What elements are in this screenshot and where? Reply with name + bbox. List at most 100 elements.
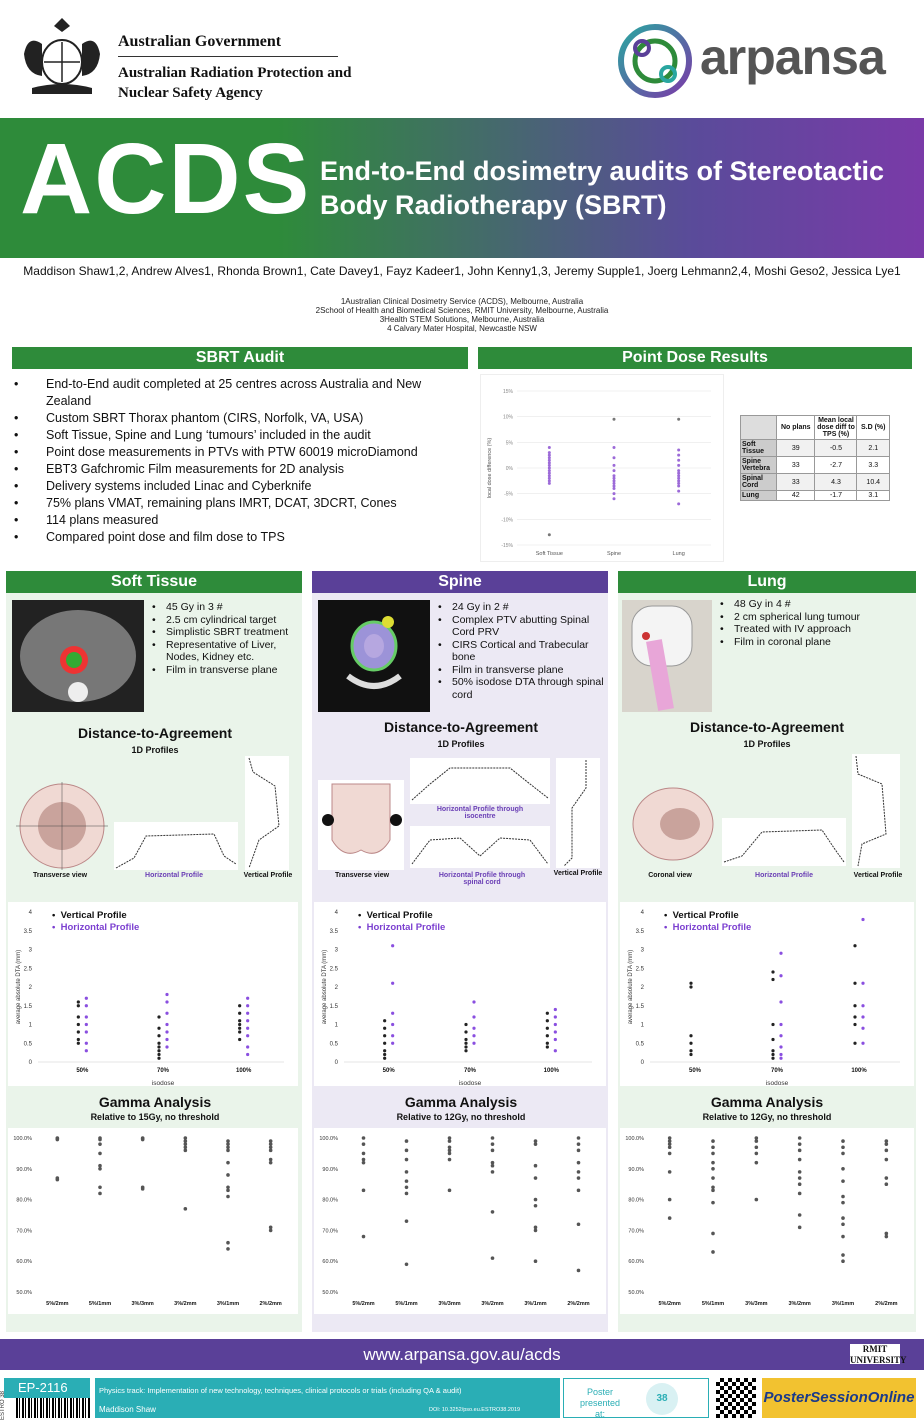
data-point [246,1045,250,1049]
data-point [472,1015,476,1019]
data-point [246,1026,250,1030]
data-point [612,481,616,485]
data-point [612,492,616,496]
doi-text: DOI: 10.3252/pso.eu.ESTRO38.2019 [429,1407,521,1413]
data-point [545,1019,549,1023]
data-point [226,1240,230,1245]
data-point [404,1219,409,1223]
table-cell: 3.1 [856,490,890,501]
data-point [547,533,551,537]
x-tick-label: 2%/2mm [875,1301,897,1307]
spine-transverse-view-image [318,780,404,870]
data-point [677,463,681,467]
x-tick-label: 3%/3mm [745,1301,767,1307]
data-point [157,1015,161,1019]
data-point [797,1136,802,1140]
y-tick-label: 2 [641,985,645,991]
data-point [545,1034,549,1038]
data-point [361,1234,366,1239]
legend-vertical-label: Vertical Profile [366,910,433,921]
data-point [238,1019,242,1023]
poster-session-online-logo[interactable]: PosterSessionOnline [762,1378,916,1418]
list-item: CIRS Cortical and Trabecular bone [436,639,606,664]
data-point [547,474,551,478]
lung-bullets: 48 Gy in 4 # 2 cm spherical lung tumour … [718,598,914,648]
data-point [98,1137,102,1142]
qr-code-icon[interactable] [716,1378,756,1418]
data-point [677,489,681,493]
affiliation-line: 1Australian Clinical Dosimetry Service (… [340,297,584,306]
x-axis-label: isodose [766,1080,789,1086]
legend-horizontal-label: Horizontal Profile [366,922,446,933]
data-point [553,1015,557,1019]
data-point [84,996,88,1000]
data-point [754,1145,759,1150]
data-point [667,1197,672,1202]
data-point [841,1222,845,1227]
y-tick-label: 0.5 [636,1041,645,1047]
affiliations: 1Australian Clinical Dosimetry Service (… [0,297,924,333]
data-point [612,463,616,467]
data-point [268,1148,273,1153]
data-point [553,1037,557,1042]
sbrt-audit-list: End-to-End audit completed at 25 centres… [12,376,452,546]
poster-title: End-to-End dosimetry audits of Stereotac… [320,156,885,220]
table-cell: -1.7 [814,490,858,501]
y-axis-label: average absolute DTA (mm) [322,950,328,1025]
y-tick-label: 4 [335,910,339,916]
data-point [884,1234,889,1239]
data-point [447,1136,452,1140]
y-tick-label: 0 [335,1060,339,1066]
sbrt-audit-heading: SBRT Audit [12,347,468,369]
table-cell: 33 [775,473,816,491]
list-item: Custom SBRT Thorax phantom (CIRS, Norfol… [12,410,452,427]
y-tick-label: 50.0% [16,1290,32,1296]
data-point [76,1037,80,1042]
horizontal-profile-isocentre-plot [410,758,550,804]
data-point [98,1185,102,1190]
y-tick-label: 0% [506,466,514,472]
list-item: Simplistic SBRT treatment [150,626,300,639]
data-point [76,1004,80,1008]
table-cell: 2.1 [856,439,890,457]
y-axis-label: average absolute DTA (mm) [16,950,22,1025]
data-point [612,484,616,488]
data-point [612,479,616,483]
data-point [238,1022,242,1027]
ct-slice-icon [318,600,430,712]
data-point [391,1041,395,1045]
table-cell: 4.3 [814,473,858,491]
data-point [246,1004,250,1008]
legend-vertical: • Vertical Profile [358,910,433,921]
table-cell: Lung [740,490,777,501]
spine-heading: Spine [312,571,608,593]
data-point [884,1176,889,1180]
y-tick-label: 5% [506,440,514,446]
data-point [165,992,169,997]
point-dose-heading: Point Dose Results [478,347,912,369]
lung-heading: Lung [618,571,916,593]
data-point [677,481,681,485]
y-tick-label: 3.5 [24,929,33,935]
data-point [677,476,681,480]
data-point [226,1139,230,1143]
website-link[interactable]: www.arpansa.gov.au/acds [363,1345,561,1364]
dta-subtitle: 1D Profiles [743,739,791,749]
data-point [841,1167,845,1171]
vertical-profile-plot [245,756,289,870]
caption-horizontal-cord: Horizontal Profile through spinal cord [438,872,526,886]
data-point [383,1056,387,1060]
data-point [84,1030,88,1034]
dta-title: Distance-to-Agreement [689,719,845,735]
arpansa-wordmark: arpansa [700,29,886,85]
table-cell: -2.7 [814,456,858,474]
horizontal-profile-plot [722,818,846,866]
data-point [98,1163,102,1168]
data-point [55,1177,60,1182]
data-point [226,1148,230,1153]
data-point [404,1179,409,1183]
table-cell: Spinal Cord [740,473,777,491]
y-tick-label: 1.5 [330,1004,339,1010]
data-point [404,1191,409,1196]
